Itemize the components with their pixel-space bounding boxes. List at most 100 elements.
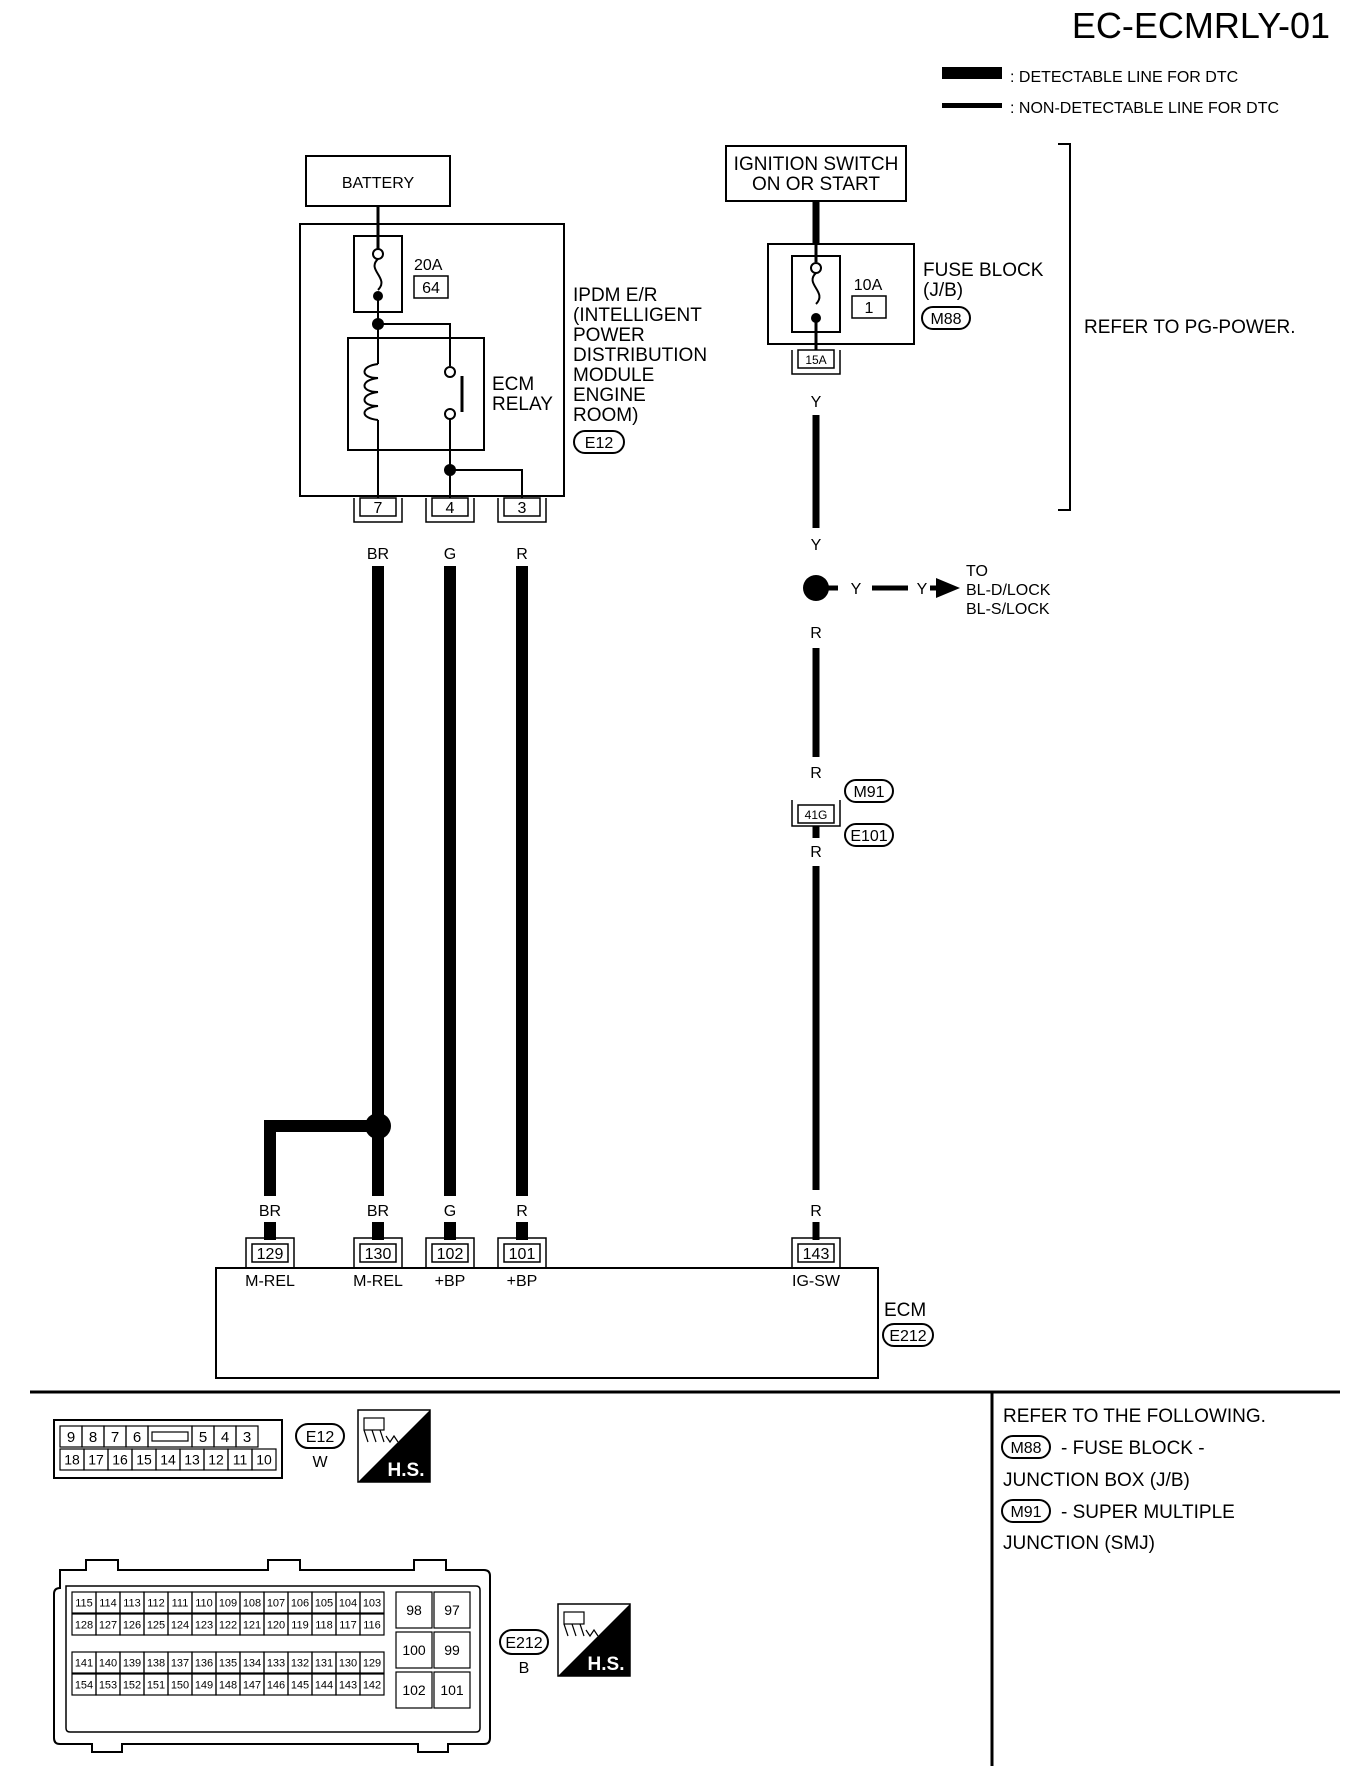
svg-text:105: 105 (315, 1597, 333, 1609)
smj-pin-41g: 41G (791, 800, 841, 827)
e212-pin-cell: 101 (433, 1671, 471, 1709)
ipdm-pin-4: 4 (425, 497, 475, 523)
ecm-pin-130: 130 (353, 1237, 403, 1268)
svg-text:120: 120 (267, 1619, 285, 1631)
svg-text:108: 108 (243, 1597, 261, 1609)
svg-text:7: 7 (374, 500, 383, 517)
e212-pin-cell: 141 (71, 1651, 97, 1674)
e12-pin-cell: 10 (251, 1448, 277, 1471)
wire-color-br-top: BR (367, 546, 389, 563)
e212-pin-cell: 117 (335, 1613, 361, 1636)
svg-text:15: 15 (136, 1452, 152, 1468)
e212-pin-cell: 112 (143, 1591, 169, 1614)
e212-pin-cell: 107 (263, 1591, 289, 1614)
e212-pin-cell: 132 (287, 1651, 313, 1674)
svg-text:140: 140 (99, 1657, 117, 1669)
e12-pin-cell: 13 (179, 1448, 205, 1471)
refer-following-title: REFER TO THE FOLLOWING. (1003, 1406, 1266, 1427)
wire-color-r-top: R (516, 546, 528, 563)
e212-pin-cell: 98 (395, 1591, 433, 1629)
hs-badge-e212: H.S. (557, 1603, 631, 1677)
wire-color-g-bottom: G (444, 1203, 456, 1220)
svg-text:104: 104 (339, 1597, 357, 1609)
ipdm-name-1: (INTELLIGENT (573, 305, 702, 326)
svg-text:102: 102 (402, 1682, 426, 1698)
e212-pin-cell: 109 (215, 1591, 241, 1614)
relay-coil (363, 363, 379, 421)
e12-pin-cell: 9 (59, 1425, 83, 1448)
e212-pin-cell: 125 (143, 1613, 169, 1636)
legend-non-detectable-label: : NON-DETECTABLE LINE FOR DTC (1010, 100, 1279, 117)
svg-text:16: 16 (112, 1452, 128, 1468)
ipdm-name-4: MODULE (573, 365, 654, 386)
e212-pin-cell: 116 (359, 1613, 385, 1636)
smj-m91: M91 (853, 784, 884, 801)
ecm-relay-box (347, 337, 485, 451)
wire-color-br-bottom-2: BR (367, 1203, 389, 1220)
relay-label-1: ECM (492, 374, 534, 395)
wire-color-g-top: G (444, 546, 456, 563)
e212-pin-cell: 148 (215, 1673, 241, 1696)
svg-text:112: 112 (147, 1597, 165, 1609)
svg-text:118: 118 (315, 1619, 333, 1631)
svg-text:114: 114 (99, 1597, 117, 1609)
e212-pin-cell: 137 (167, 1651, 193, 1674)
ipdm-name-2: POWER (573, 325, 645, 346)
svg-text:109: 109 (219, 1597, 237, 1609)
svg-text:98: 98 (406, 1602, 422, 1618)
svg-text:110: 110 (195, 1597, 213, 1609)
e212-pin-cell: 102 (395, 1671, 433, 1709)
svg-text:14: 14 (160, 1452, 176, 1468)
svg-text:100: 100 (402, 1642, 426, 1658)
e212-pin-cell: 103 (359, 1591, 385, 1614)
to-line-2: BL-S/LOCK (966, 601, 1050, 618)
svg-text:8: 8 (89, 1429, 97, 1446)
svg-text:141: 141 (75, 1657, 93, 1669)
wire-br-branch (264, 1120, 378, 1182)
svg-text:144: 144 (315, 1679, 333, 1691)
svg-text:136: 136 (195, 1657, 213, 1669)
e212-pin-cell: 154 (71, 1673, 97, 1696)
svg-text:5: 5 (199, 1429, 207, 1446)
refer-m88-desc-2: JUNCTION BOX (J/B) (1003, 1470, 1190, 1491)
ecm-connector-id: E212 (889, 1328, 926, 1345)
e12-pin-cell: 3 (235, 1425, 259, 1448)
svg-text:129: 129 (363, 1657, 381, 1669)
svg-text:129: 129 (257, 1246, 284, 1263)
e12-pin-cell: 14 (155, 1448, 181, 1471)
svg-text:10: 10 (256, 1452, 272, 1468)
e212-pin-cell: 115 (71, 1591, 97, 1614)
refer-m91-desc-2: JUNCTION (SMJ) (1003, 1533, 1155, 1554)
ecm-terminal-101: +BP (507, 1273, 538, 1290)
ecm-terminal-102: +BP (435, 1273, 466, 1290)
ipdm-name-6: ROOM) (573, 405, 638, 426)
e212-pin-cell: 139 (119, 1651, 145, 1674)
svg-text:138: 138 (147, 1657, 165, 1669)
to-label: TO (966, 563, 988, 580)
svg-text:7: 7 (111, 1429, 119, 1446)
e212-pin-cell: 100 (395, 1631, 433, 1669)
e12-pin-cell: 18 (59, 1448, 85, 1471)
svg-text:123: 123 (195, 1619, 213, 1631)
e212-pin-cell: 138 (143, 1651, 169, 1674)
svg-text:122: 122 (219, 1619, 237, 1631)
e212-pin-cell: 111 (167, 1591, 193, 1614)
fuse-block-connector: M88 (930, 311, 961, 328)
refer-bracket (1058, 143, 1071, 511)
ipdm-pin-7: 7 (353, 497, 403, 523)
legend-non-detectable-swatch (942, 103, 1002, 108)
ipdm-connector-id: E12 (585, 435, 614, 452)
e212-pin-cell: 124 (167, 1613, 193, 1636)
refer-m88-desc-1: - FUSE BLOCK - (1061, 1438, 1205, 1459)
wire-color-y-3: Y (851, 581, 862, 598)
e212-pin-cell: 120 (263, 1613, 289, 1636)
e212-pin-cell: 143 (335, 1673, 361, 1696)
ignition-line-2: ON OR START (752, 174, 880, 195)
svg-text:145: 145 (291, 1679, 309, 1691)
e12-pin-cell: 15 (131, 1448, 157, 1471)
fuse-block-pin-15a: 15A (791, 349, 841, 375)
ipdm-fuse-no: 64 (422, 280, 440, 297)
e212-pin-cell: 126 (119, 1613, 145, 1636)
